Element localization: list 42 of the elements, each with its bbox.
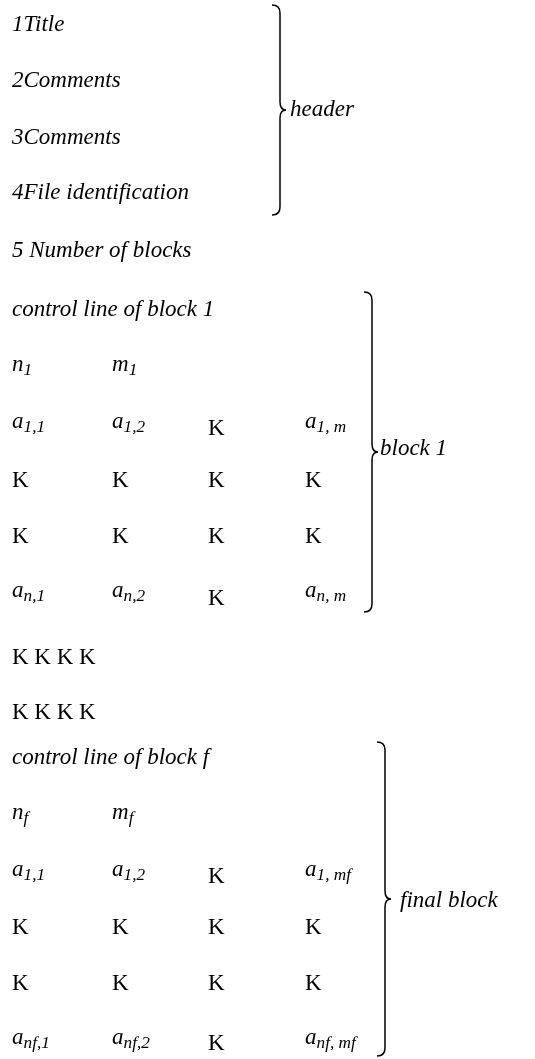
ellipsis-mark: K K K K <box>12 700 96 723</box>
ellipsis-mark: K <box>208 915 225 938</box>
ellipsis-mark: K <box>208 468 225 491</box>
ellipsis-mark: K <box>208 1031 225 1054</box>
ellipsis-mark: K <box>112 915 129 938</box>
ellipsis-mark: K <box>112 971 129 994</box>
ellipsis-mark: K <box>208 864 225 887</box>
label-text: n$_{1}$ <box>12 352 33 375</box>
label-text: a$_{n, m}$ <box>305 578 347 601</box>
label-text: header <box>290 97 354 120</box>
label-text: a$_{n,2}$ <box>112 578 146 601</box>
ellipsis-mark: K <box>208 416 225 439</box>
label-text: 2Comments <box>12 68 121 91</box>
ellipsis-mark: K <box>208 971 225 994</box>
ellipsis-mark: K <box>112 468 129 491</box>
ellipsis-mark: K <box>112 524 129 547</box>
label-text: m$_{1}$ <box>112 352 138 375</box>
ellipsis-mark: K <box>208 524 225 547</box>
ellipsis-mark: K <box>208 586 225 609</box>
ellipsis-mark: K K K K <box>12 645 96 668</box>
label-text: 3Comments <box>12 125 121 148</box>
ellipsis-mark: K <box>12 915 29 938</box>
label-text: a$_{1,2}$ <box>112 857 146 880</box>
ellipsis-mark: K <box>12 971 29 994</box>
label-text: a$_{1,1}$ <box>12 409 46 432</box>
ellipsis-mark: K <box>305 915 322 938</box>
label-text: final block <box>400 888 498 911</box>
label-text: control line of block 1 <box>12 297 215 320</box>
label-text: a$_{1,1}$ <box>12 857 46 880</box>
label-text: 1Title <box>12 12 65 35</box>
label-text: a$_{1, m}$ <box>305 409 347 432</box>
ellipsis-mark: K <box>12 524 29 547</box>
label-text: control line of block f <box>12 745 210 768</box>
label-text: block 1 <box>380 436 448 459</box>
label-text: 5 Number of blocks <box>12 238 192 261</box>
ellipsis-mark: K <box>12 468 29 491</box>
label-text: 4File identification <box>12 180 189 203</box>
ellipsis-mark: K <box>305 524 322 547</box>
ellipsis-mark: K <box>305 468 322 491</box>
label-text: a$_{1,2}$ <box>112 409 146 432</box>
ellipsis-mark: K <box>305 971 322 994</box>
label-text: a$_{n,1}$ <box>12 578 46 601</box>
